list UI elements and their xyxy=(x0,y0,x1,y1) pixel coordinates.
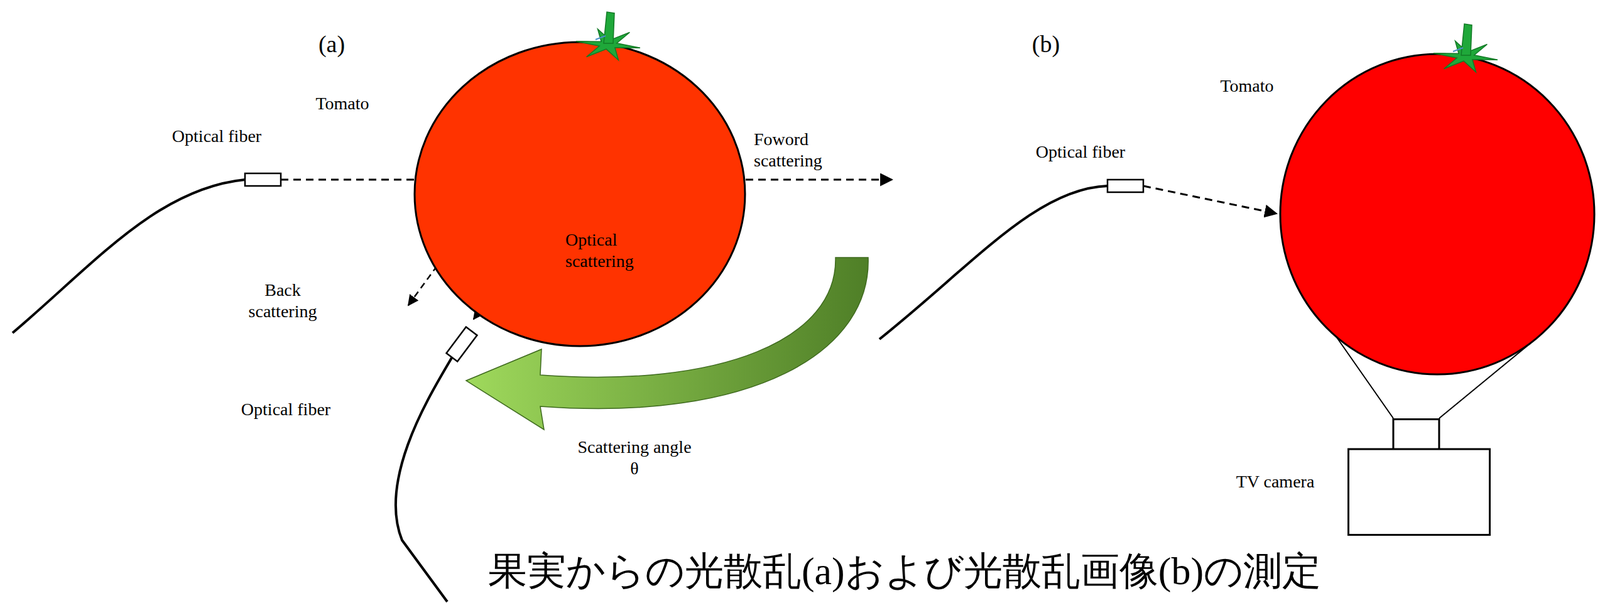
angle-label: Scattering angle θ xyxy=(572,436,698,479)
fiber-cable xyxy=(395,356,453,602)
stem-highlight xyxy=(1453,47,1464,52)
panel-label: (a) xyxy=(318,30,345,60)
stem xyxy=(603,11,615,44)
tomato-shape: Tomato xyxy=(1278,52,1596,376)
tomato-outline xyxy=(1278,52,1596,376)
tomato-shape: TomatoOptical scattering xyxy=(413,40,747,348)
tomato-body xyxy=(1280,54,1595,375)
tomato-outline xyxy=(413,40,747,348)
camera-lens xyxy=(1393,419,1440,450)
tomato-body xyxy=(414,42,746,347)
beam-label: Foword scattering xyxy=(753,128,880,171)
part-label: Optical fiber xyxy=(1035,141,1126,163)
fiber-tip-body xyxy=(446,327,478,362)
camera-body xyxy=(1348,449,1491,536)
node-text: Optical scattering xyxy=(565,229,689,272)
back-scatter-beam xyxy=(408,179,501,306)
scatter-beam xyxy=(473,179,577,320)
object-label: Tomato xyxy=(1219,75,1274,97)
stem-highlight xyxy=(595,35,606,40)
fiber-tip xyxy=(244,173,281,186)
fiber-cable xyxy=(879,185,1108,340)
fiber-tip xyxy=(446,327,478,362)
stem xyxy=(1461,23,1472,56)
fiber-tip xyxy=(1107,179,1144,193)
part-label: Optical fiber xyxy=(172,125,262,147)
node-text: TV camera xyxy=(1236,471,1315,493)
beam-label: Back scattering xyxy=(229,279,337,322)
camera-box: TV camera xyxy=(1347,418,1491,536)
fiber-cable xyxy=(12,179,245,333)
part-label: Optical fiber xyxy=(241,398,331,421)
incident-beam xyxy=(280,179,893,181)
object-label: Tomato xyxy=(315,92,369,115)
panel-label: (b) xyxy=(1032,30,1060,60)
caption: 果実からの光散乱(a)および光散乱画像(b)の測定 xyxy=(488,547,1322,595)
camera-outline xyxy=(1347,418,1491,536)
incident-beam xyxy=(1143,185,1277,214)
